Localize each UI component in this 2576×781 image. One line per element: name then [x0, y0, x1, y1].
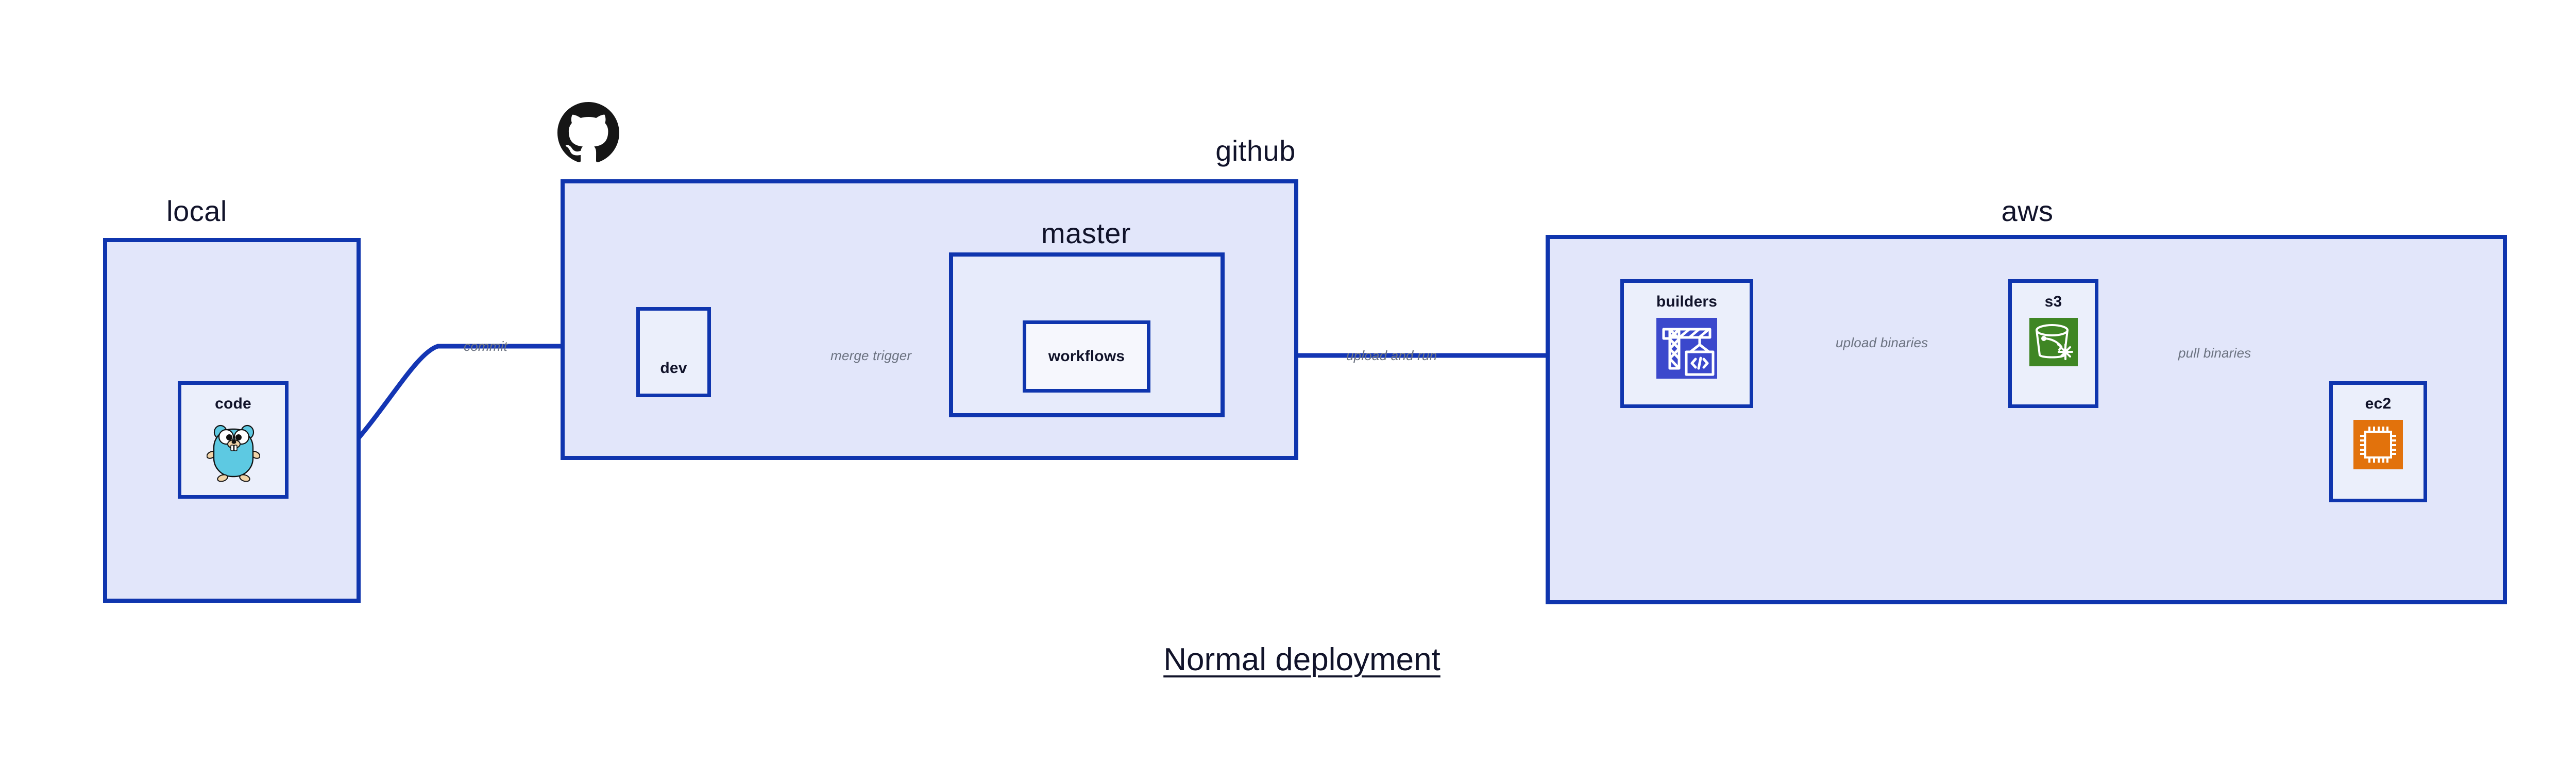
node-dev[interactable]: dev: [636, 307, 711, 397]
node-ec2-label: ec2: [2365, 395, 2392, 412]
edge-label-merge-trigger: merge trigger: [831, 348, 912, 363]
node-dev-label: dev: [660, 359, 687, 377]
go-gopher-icon: [206, 420, 260, 484]
cluster-label-aws: aws: [2001, 195, 2054, 227]
edge-label-upload-binaries: upload binaries: [1836, 335, 1928, 350]
node-code[interactable]: code: [178, 381, 289, 499]
edge-label-pull-binaries: pull binaries: [2178, 345, 2251, 361]
cluster-label-local: local: [166, 195, 227, 227]
cluster-label-github: github: [1215, 134, 1296, 167]
node-s3[interactable]: s3: [2008, 279, 2098, 408]
cluster-label-master: master: [1041, 217, 1131, 249]
aws-codebuild-icon: [1656, 318, 1717, 381]
page-title: Normal deployment: [1163, 642, 1440, 677]
node-builders-label: builders: [1656, 293, 1718, 310]
node-code-label: code: [215, 395, 251, 412]
aws-ec2-icon: [2353, 420, 2403, 472]
edge-label-commit: commit: [464, 338, 507, 354]
node-workflows-label: workflows: [1048, 348, 1125, 365]
node-s3-label: s3: [2044, 293, 2062, 310]
node-workflows[interactable]: workflows: [1023, 320, 1150, 393]
github-octocat-icon: [557, 102, 619, 166]
aws-s3-glacier-icon: [2029, 318, 2078, 369]
node-builders[interactable]: builders: [1620, 279, 1753, 408]
node-ec2[interactable]: ec2: [2329, 381, 2427, 502]
edge-label-upload-and-run: upload and run: [1346, 348, 1437, 363]
